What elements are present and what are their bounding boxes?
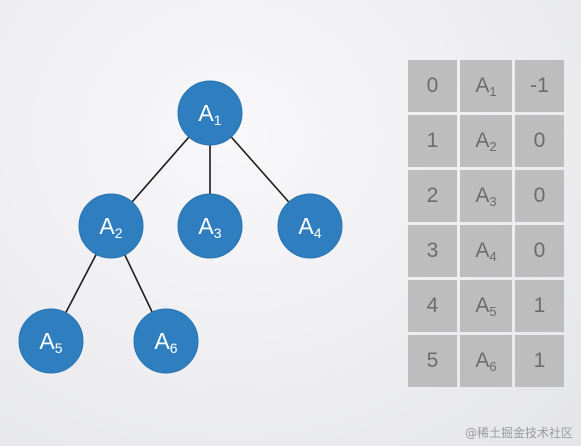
table-row: 2 A3 0: [408, 170, 564, 222]
tree-node-a4: A4: [277, 193, 343, 259]
svg-text:A1: A1: [198, 100, 221, 128]
node-subscript: 1: [214, 112, 222, 128]
svg-text:A3: A3: [198, 213, 221, 241]
node-letter: A: [99, 213, 115, 239]
index-cell: 1: [408, 115, 457, 167]
node-circle: [177, 80, 243, 146]
cell-subscript: 1: [489, 83, 497, 99]
table-row: 0 A1 -1: [408, 60, 564, 112]
table-row: 4 A5 1: [408, 280, 564, 332]
parent-array-table: 0 A1 -1 1 A2 0 2 A3 0 3 A4 0 4 A5 1 5 A6…: [405, 57, 567, 390]
tree-node-a3: A3: [177, 193, 243, 259]
node-letter: A: [198, 100, 214, 126]
cell-letter: A: [475, 73, 490, 97]
tree-node-a5: A5: [18, 308, 84, 374]
index-cell: 3: [408, 225, 457, 277]
parent-cell: 0: [515, 225, 564, 277]
tree-node-a1: A1: [177, 80, 243, 146]
tree-node-a2: A2: [78, 193, 144, 259]
table-row: 5 A6 1: [408, 335, 564, 387]
cell-letter: A: [475, 348, 490, 372]
node-letter: A: [154, 328, 170, 354]
tree-diagram: A1 A2 A3 A4 A5 A6: [18, 80, 343, 374]
node-letter: A: [198, 213, 214, 239]
svg-text:A2: A2: [99, 213, 122, 241]
cell-letter: A: [475, 238, 490, 262]
parent-cell: 0: [515, 170, 564, 222]
node-cell: A1: [460, 60, 512, 112]
index-cell: 5: [408, 335, 457, 387]
parent-cell: 1: [515, 280, 564, 332]
cell-subscript: 2: [489, 138, 497, 154]
node-letter: A: [298, 213, 314, 239]
cell-letter: A: [475, 293, 490, 317]
index-cell: 2: [408, 170, 457, 222]
cell-subscript: 6: [489, 358, 497, 374]
svg-text:A5: A5: [39, 328, 62, 356]
node-circle: [18, 308, 84, 374]
cell-subscript: 3: [489, 193, 497, 209]
node-cell: A3: [460, 170, 512, 222]
node-circle: [78, 193, 144, 259]
node-letter: A: [39, 328, 55, 354]
parent-cell: 0: [515, 115, 564, 167]
parent-cell: -1: [515, 60, 564, 112]
node-circle: [177, 193, 243, 259]
node-subscript: 3: [214, 225, 222, 241]
index-cell: 0: [408, 60, 457, 112]
node-cell: A2: [460, 115, 512, 167]
node-circle: [277, 193, 343, 259]
svg-text:A6: A6: [154, 328, 177, 356]
node-circle: [133, 308, 199, 374]
node-cell: A5: [460, 280, 512, 332]
cell-letter: A: [475, 183, 490, 207]
index-cell: 4: [408, 280, 457, 332]
node-subscript: 4: [314, 225, 322, 241]
node-subscript: 5: [55, 340, 63, 356]
node-cell: A6: [460, 335, 512, 387]
tree-node-a6: A6: [133, 308, 199, 374]
table-row: 1 A2 0: [408, 115, 564, 167]
node-subscript: 6: [170, 340, 178, 356]
cell-subscript: 4: [489, 248, 497, 264]
parent-cell: 1: [515, 335, 564, 387]
cell-letter: A: [475, 128, 490, 152]
watermark: @稀土掘金技术社区: [464, 426, 573, 440]
cell-subscript: 5: [489, 303, 497, 319]
table-row: 3 A4 0: [408, 225, 564, 277]
node-subscript: 2: [115, 225, 123, 241]
svg-text:A4: A4: [298, 213, 321, 241]
node-cell: A4: [460, 225, 512, 277]
